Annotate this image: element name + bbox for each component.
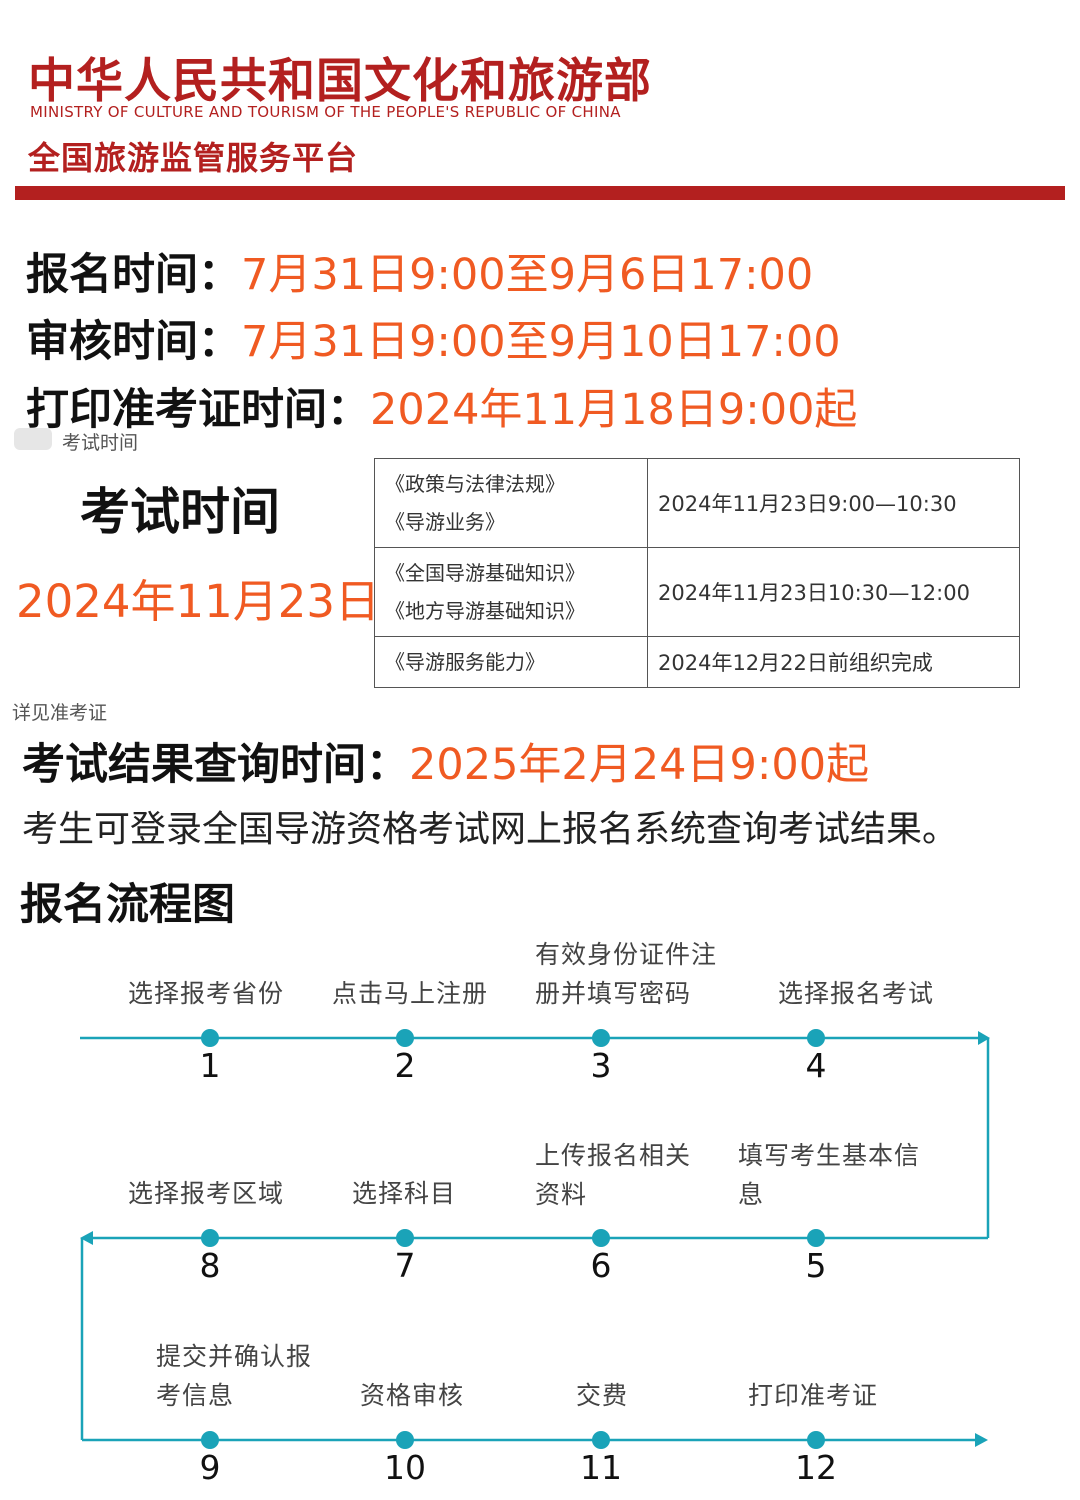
registration-label: 报名时间： — [26, 250, 241, 300]
flow-chart-title: 报名流程图 — [20, 880, 235, 930]
registration-value: 7月31日9:00至9月6日17:00 — [241, 250, 814, 300]
flow-step-dot — [201, 1229, 219, 1247]
flow-step-number: 8 — [199, 1246, 221, 1285]
review-time: 审核时间：7月31日9:00至9月10日17:00 — [26, 307, 841, 369]
flow-step-label-line: 选择报名考试 — [778, 979, 935, 1008]
subject-name: 《地方导游基础知识》 — [385, 599, 585, 623]
ministry-name-en: MINISTRY OF CULTURE AND TOURISM OF THE P… — [30, 103, 621, 121]
subject-name: 《全国导游基础知识》 — [385, 561, 585, 585]
flow-step-number: 12 — [795, 1448, 837, 1487]
flow-step-label: 选择报考区域 — [128, 1174, 284, 1213]
flow-step-number: 5 — [805, 1246, 827, 1285]
platform-name: 全国旅游监管服务平台 — [28, 139, 359, 177]
flow-step-label-line: 册并填写密码 — [535, 979, 692, 1008]
flow-step-dot — [807, 1431, 825, 1449]
flow-step-dot — [201, 1431, 219, 1449]
flow-step-label-line: 考信息 — [156, 1381, 235, 1410]
subject-name: 《导游服务能力》 — [385, 650, 545, 674]
flow-step-number: 4 — [805, 1046, 827, 1085]
flow-step-number: 3 — [590, 1046, 612, 1085]
print-label: 打印准考证时间： — [26, 385, 370, 435]
flow-step-label: 提交并确认报考信息 — [156, 1337, 312, 1415]
flow-step-label-line: 填写考生基本信 — [738, 1141, 921, 1170]
flow-step-number: 11 — [580, 1448, 622, 1487]
flow-step-label: 选择科目 — [352, 1174, 456, 1213]
arrow-left-icon — [80, 1231, 93, 1245]
see-admission-ticket-note: 详见准考证 — [12, 702, 108, 724]
flow-step-dot — [807, 1229, 825, 1247]
result-query-note: 考生可登录全国导游资格考试网上报名系统查询考试结果。 — [22, 809, 959, 850]
flow-step-number: 6 — [590, 1246, 612, 1285]
review-label: 审核时间： — [26, 317, 241, 367]
table-row: 《导游服务能力》 2024年12月22日前组织完成 — [374, 636, 1020, 688]
flow-step-number: 10 — [384, 1448, 426, 1487]
flow-step-label-line: 上传报名相关 — [535, 1141, 692, 1170]
subject-cell: 《政策与法律法规》 《导游业务》 — [374, 458, 648, 548]
flow-step-dot — [807, 1029, 825, 1047]
print-ticket-time: 打印准考证时间：2024年11月18日9:00起 — [26, 375, 857, 437]
registration-time: 报名时间：7月31日9:00至9月6日17:00 — [26, 240, 813, 302]
subject-cell: 《全国导游基础知识》 《地方导游基础知识》 — [374, 547, 648, 637]
flow-step-label: 资格审核 — [360, 1376, 464, 1415]
flow-step-label-line: 资料 — [535, 1180, 588, 1209]
flow-step-dot — [396, 1229, 414, 1247]
flow-step-label: 打印准考证 — [748, 1376, 878, 1415]
exam-schedule-table: 《政策与法律法规》 《导游业务》 2024年11月23日9:00—10:30 《… — [374, 458, 1020, 688]
ministry-name-cn: 中华人民共和国文化和旅游部 — [28, 54, 652, 109]
flow-step-dot — [396, 1431, 414, 1449]
subject-cell: 《导游服务能力》 — [374, 636, 648, 688]
flow-step-dot — [592, 1229, 610, 1247]
flow-step-label-line: 提交并确认报 — [156, 1342, 313, 1371]
flow-step-label: 有效身份证件注册并填写密码 — [535, 935, 717, 1013]
flow-step-label-line: 资格审核 — [360, 1381, 465, 1410]
review-value: 7月31日9:00至9月10日17:00 — [241, 317, 841, 367]
flow-step-dot — [201, 1029, 219, 1047]
exam-date: 2024年11月23日 — [16, 575, 381, 628]
flow-step-number: 7 — [394, 1246, 416, 1285]
flow-step-label: 选择报考省份 — [128, 974, 284, 1013]
header-divider — [15, 186, 1065, 200]
print-value: 2024年11月18日9:00起 — [370, 385, 858, 435]
result-label: 考试结果查询时间： — [22, 740, 409, 790]
flow-step-dot — [592, 1029, 610, 1047]
flow-step-label-line: 打印准考证 — [748, 1381, 879, 1410]
exam-time-title: 考试时间 — [80, 483, 280, 541]
table-row: 《全国导游基础知识》 《地方导游基础知识》 2024年11月23日10:30—1… — [374, 547, 1020, 637]
flow-step-label-line: 选择报考省份 — [128, 979, 285, 1008]
flow-step-dot — [592, 1431, 610, 1449]
flow-step-dot — [396, 1029, 414, 1047]
flow-step-label-line: 选择报考区域 — [128, 1179, 285, 1208]
flow-step-number: 9 — [199, 1448, 221, 1487]
time-cell: 2024年11月23日9:00—10:30 — [647, 458, 1020, 548]
flow-step-label: 选择报名考试 — [778, 974, 934, 1013]
flow-step-label: 上传报名相关资料 — [535, 1136, 691, 1214]
table-row: 《政策与法律法规》 《导游业务》 2024年11月23日9:00—10:30 — [374, 458, 1020, 548]
flow-step-label: 填写考生基本信息 — [738, 1136, 920, 1214]
subject-name: 《政策与法律法规》 — [385, 472, 565, 496]
flow-step-label: 点击马上注册 — [332, 974, 488, 1013]
result-query-time: 考试结果查询时间：2025年2月24日9:00起 — [22, 730, 869, 792]
flow-step-number: 1 — [199, 1046, 221, 1085]
subject-name: 《导游业务》 — [385, 510, 505, 534]
arrow-right-icon — [975, 1433, 988, 1447]
time-cell: 2024年12月22日前组织完成 — [647, 636, 1020, 688]
flow-step-label-line: 交费 — [576, 1381, 629, 1410]
arrow-right-icon — [978, 1031, 990, 1045]
time-cell: 2024年11月23日10:30—12:00 — [647, 547, 1020, 637]
flow-step-label-line: 息 — [738, 1180, 765, 1209]
result-value: 2025年2月24日9:00起 — [409, 740, 870, 790]
flow-step-number: 2 — [394, 1046, 416, 1085]
exam-time-small-note: 考试时间 — [62, 432, 139, 454]
flow-step-label-line: 有效身份证件注 — [535, 940, 718, 969]
flow-step-label-line: 点击马上注册 — [332, 979, 489, 1008]
blurred-avatar — [14, 428, 52, 450]
flow-step-label: 交费 — [576, 1376, 628, 1415]
flow-step-label-line: 选择科目 — [352, 1179, 457, 1208]
